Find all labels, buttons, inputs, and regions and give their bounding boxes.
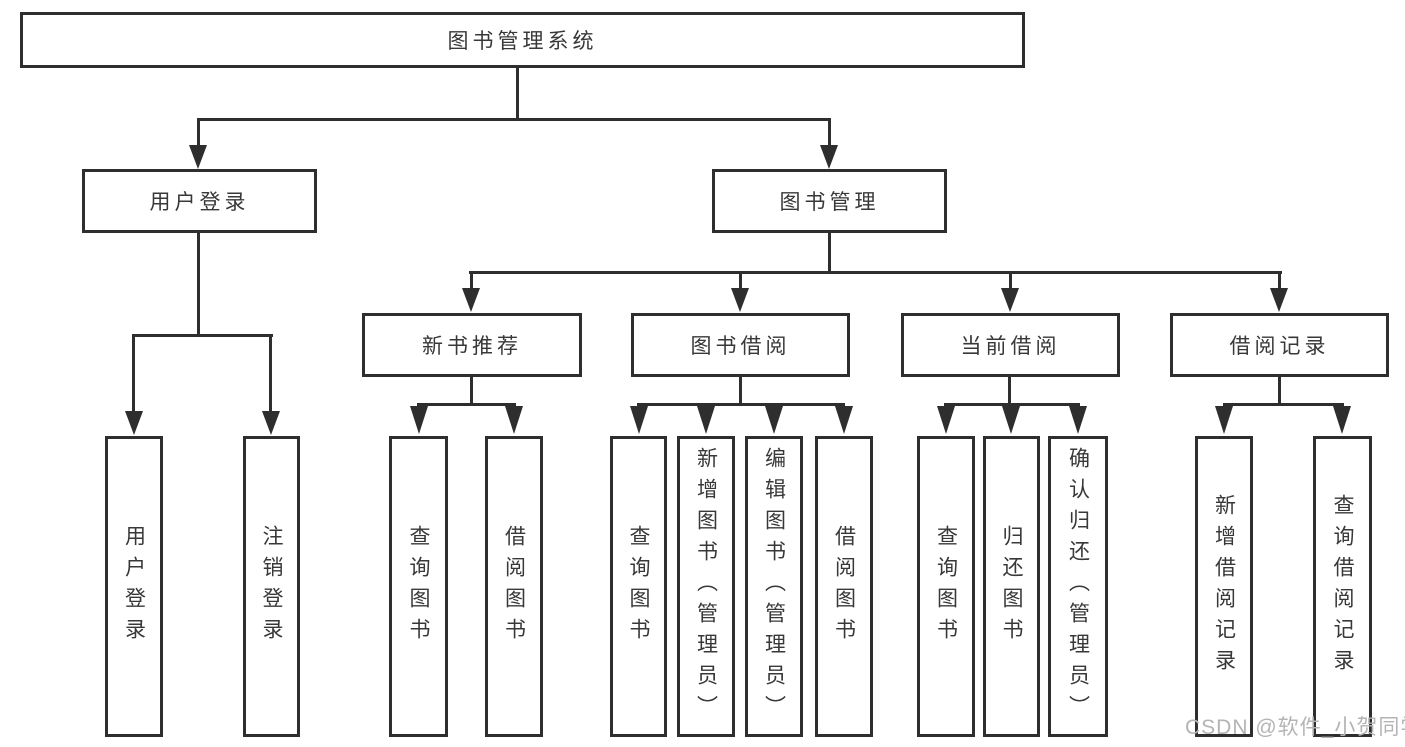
arrow-cb-confirm — [1069, 406, 1087, 434]
arrow-bb-add — [697, 406, 715, 434]
arrow-login — [125, 411, 143, 435]
node-bb-edit-books-admin: 编辑图书（管理员） — [745, 436, 803, 737]
node-bb-query-books: 查询图书 — [610, 436, 667, 737]
node-br-query-record: 查询借阅记录 — [1313, 436, 1372, 737]
node-bb-add-books-admin: 新增图书（管理员） — [677, 436, 735, 737]
arrow-user-login — [189, 145, 207, 169]
connector-user-login-hline — [132, 334, 273, 337]
connector-cb-stub — [1008, 375, 1011, 405]
node-current-borrow: 当前借阅 — [901, 313, 1120, 377]
node-new-book-recommend: 新书推荐 — [362, 313, 582, 377]
connector-drop-book-borrow — [739, 273, 742, 290]
connector-drop-borrow-records — [1278, 273, 1281, 290]
node-borrow-records: 借阅记录 — [1170, 313, 1389, 377]
node-logout: 注销登录 — [243, 436, 300, 737]
node-book-management: 图书管理 — [712, 169, 947, 233]
connector-drop-book-management — [828, 120, 831, 146]
arrow-cb-query — [937, 406, 955, 434]
arrow-nbr-borrow — [505, 406, 523, 434]
connector-drop-logout — [269, 336, 272, 411]
arrow-cb-return — [1002, 406, 1020, 434]
connector-nbr-stub — [470, 375, 473, 405]
arrow-bb-borrow — [835, 406, 853, 434]
arrow-bb-query — [630, 406, 648, 434]
arrow-book-borrow — [731, 288, 749, 312]
connector-drop-user-login — [197, 120, 200, 146]
node-nbr-query-books: 查询图书 — [389, 436, 448, 737]
node-root: 图书管理系统 — [20, 12, 1025, 68]
node-cb-confirm-return-admin: 确认归还（管理员） — [1048, 436, 1108, 737]
connector-drop-new-book-recommend — [470, 273, 473, 290]
node-bb-borrow-books: 借阅图书 — [815, 436, 873, 737]
arrow-current-borrow — [1001, 288, 1019, 312]
connector-bb-stub — [739, 375, 742, 405]
connector-drop-login — [132, 336, 135, 411]
connector-cb-hline — [944, 403, 1080, 406]
node-login: 用户登录 — [105, 436, 163, 737]
connector-br-hline — [1223, 403, 1344, 406]
arrow-book-management — [820, 145, 838, 169]
arrow-new-book-recommend — [462, 288, 480, 312]
node-nbr-borrow-books: 借阅图书 — [485, 436, 543, 737]
node-cb-query-books: 查询图书 — [917, 436, 975, 737]
node-cb-return-books: 归还图书 — [983, 436, 1040, 737]
arrow-br-query — [1333, 406, 1351, 434]
node-user-login: 用户登录 — [82, 169, 317, 233]
connector-root-hline — [197, 118, 831, 121]
connector-root-stub — [516, 66, 519, 120]
connector-book-management-stub — [828, 231, 831, 273]
arrow-bb-edit — [765, 406, 783, 434]
connector-bb-hline — [637, 403, 845, 406]
connector-br-stub — [1278, 375, 1281, 405]
connector-nbr-hline — [417, 403, 516, 406]
arrow-logout — [262, 411, 280, 435]
arrow-br-add — [1215, 406, 1233, 434]
node-book-borrow: 图书借阅 — [631, 313, 850, 377]
arrow-nbr-query — [410, 406, 428, 434]
connector-drop-current-borrow — [1009, 273, 1012, 290]
arrow-borrow-records — [1270, 288, 1288, 312]
csdn-watermark: CSDN @软件_小贺同学 — [1185, 716, 1405, 739]
connector-level3-hline — [469, 271, 1282, 274]
connector-user-login-stub — [197, 231, 200, 336]
node-br-add-record: 新增借阅记录 — [1195, 436, 1253, 737]
